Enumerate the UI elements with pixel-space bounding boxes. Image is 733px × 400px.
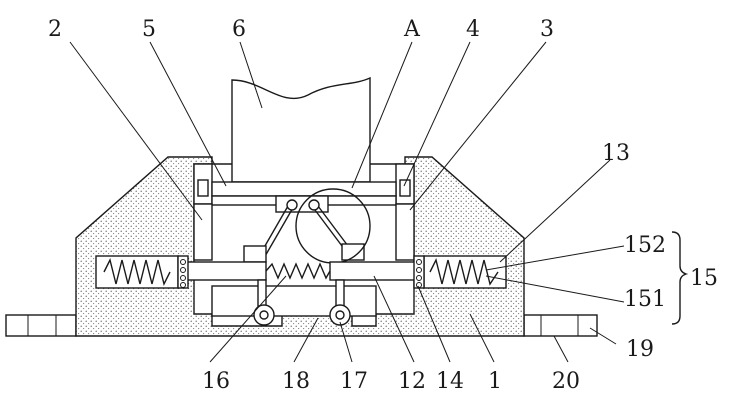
label-17: 17 [340, 369, 368, 394]
side-block-left [193, 203, 213, 261]
clamp-plate [211, 181, 397, 197]
label-12: 12 [398, 369, 426, 394]
label-15: 15 [690, 266, 718, 291]
label-a: A [403, 17, 421, 42]
side-block-right [395, 203, 415, 261]
label-13: 13 [602, 141, 630, 166]
label-152: 152 [624, 233, 666, 258]
label-20: 20 [552, 369, 580, 394]
spring-left [103, 257, 171, 287]
label-4: 4 [466, 17, 480, 42]
bracket-15 [671, 231, 689, 325]
label-14: 14 [436, 369, 464, 394]
lower-channel [211, 285, 377, 317]
label-6: 6 [232, 17, 246, 42]
end-plate-right [413, 255, 425, 289]
label-151: 151 [624, 287, 666, 312]
label-16: 16 [202, 369, 230, 394]
end-plate-left [177, 255, 189, 289]
label-19: 19 [626, 337, 654, 362]
label-3: 3 [540, 17, 554, 42]
workpiece [231, 76, 371, 183]
sliding-bar-left [177, 261, 267, 281]
label-2: 2 [48, 17, 62, 42]
spring-right [429, 257, 499, 286]
label-5: 5 [142, 17, 156, 42]
label-18: 18 [282, 369, 310, 394]
base-plate-right [523, 314, 598, 337]
base-plate-left [5, 314, 77, 337]
sliding-bar-right [329, 261, 419, 281]
center-spring [265, 262, 331, 280]
leader-lines [69, 41, 625, 363]
label-1: 1 [488, 369, 502, 394]
